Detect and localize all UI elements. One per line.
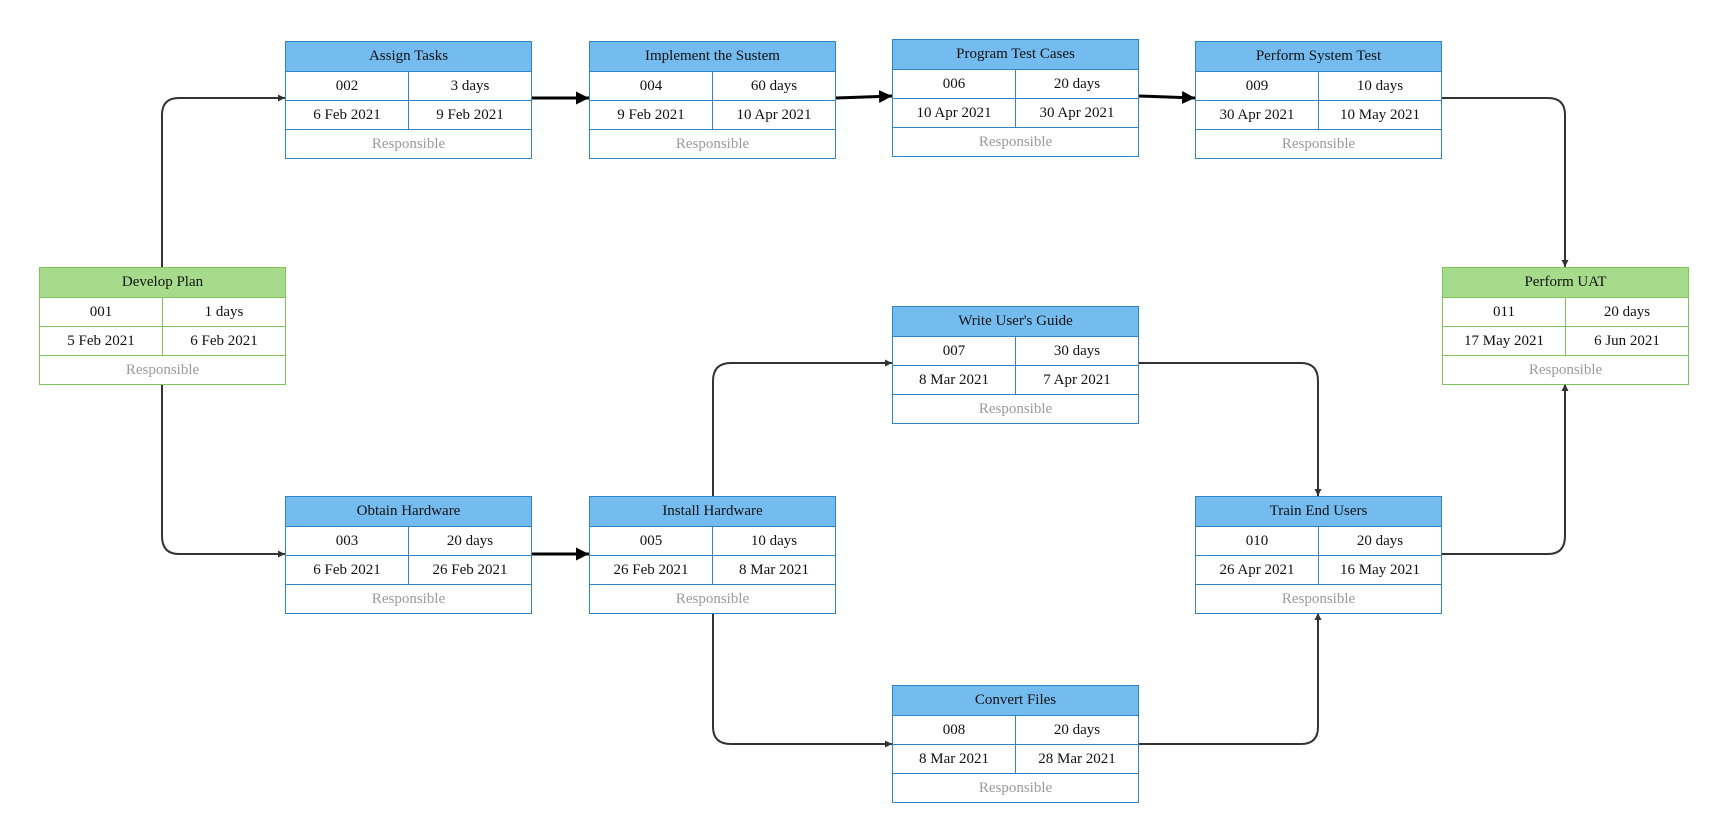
- task-end-date: 7 Apr 2021: [1015, 366, 1138, 394]
- task-id: 002: [335, 78, 359, 94]
- task-responsible: Responsible: [1281, 136, 1356, 152]
- task-node-convert-files[interactable]: Convert Files 008 20 days 8 Mar 2021 28 …: [892, 685, 1139, 803]
- task-duration: 20 days: [1015, 716, 1138, 744]
- task-start-date: 26 Feb 2021: [613, 562, 689, 578]
- task-responsible: Responsible: [1528, 362, 1603, 378]
- task-name: Perform System Test: [1196, 42, 1441, 72]
- task-start-date: 10 Apr 2021: [916, 105, 992, 121]
- task-duration: 1 days: [162, 298, 285, 326]
- task-responsible: Responsible: [978, 401, 1053, 417]
- task-name: Implement the Sustem: [590, 42, 835, 72]
- task-start-date: 17 May 2021: [1464, 333, 1544, 349]
- dependency-arrow-develop-plan-to-assign-tasks: [161, 94, 285, 267]
- task-start-date: 8 Mar 2021: [919, 751, 989, 767]
- task-id: 001: [89, 304, 113, 320]
- task-name: Perform UAT: [1443, 268, 1688, 298]
- task-id: 009: [1245, 78, 1269, 94]
- task-duration: 10 days: [1318, 72, 1441, 100]
- task-end-date: 6 Jun 2021: [1565, 327, 1688, 355]
- task-name: Develop Plan: [40, 268, 285, 298]
- dependency-arrow-install-hardware-to-convert-files: [712, 613, 892, 748]
- task-name: Obtain Hardware: [286, 497, 531, 527]
- task-node-train-end-users[interactable]: Train End Users 010 20 days 26 Apr 2021 …: [1195, 496, 1442, 614]
- task-node-write-users-guide[interactable]: Write User's Guide 007 30 days 8 Mar 202…: [892, 306, 1139, 424]
- task-node-perform-system-test[interactable]: Perform System Test 009 10 days 30 Apr 2…: [1195, 41, 1442, 159]
- task-id: 006: [942, 76, 966, 92]
- dependency-arrow-install-hardware-to-write-users-guide: [712, 359, 892, 496]
- task-responsible: Responsible: [371, 591, 446, 607]
- task-duration: 20 days: [1565, 298, 1688, 326]
- task-name: Assign Tasks: [286, 42, 531, 72]
- task-responsible: Responsible: [978, 134, 1053, 150]
- task-responsible: Responsible: [675, 136, 750, 152]
- task-end-date: 9 Feb 2021: [408, 101, 531, 129]
- task-node-install-hardware[interactable]: Install Hardware 005 10 days 26 Feb 2021…: [589, 496, 836, 614]
- dependency-arrow-program-test-cases-to-perform-system-test: [1138, 91, 1196, 105]
- task-node-obtain-hardware[interactable]: Obtain Hardware 003 20 days 6 Feb 2021 2…: [285, 496, 532, 614]
- task-end-date: 6 Feb 2021: [162, 327, 285, 355]
- task-id: 011: [1493, 304, 1515, 320]
- task-responsible: Responsible: [371, 136, 446, 152]
- task-start-date: 8 Mar 2021: [919, 372, 989, 388]
- task-id: 008: [942, 722, 966, 738]
- task-start-date: 26 Apr 2021: [1219, 562, 1295, 578]
- dependency-arrow-perform-system-test-to-perform-uat: [1442, 97, 1569, 267]
- task-start-date: 6 Feb 2021: [313, 562, 381, 578]
- task-responsible: Responsible: [978, 780, 1053, 796]
- task-responsible: Responsible: [125, 362, 200, 378]
- task-end-date: 28 Mar 2021: [1015, 745, 1138, 773]
- task-end-date: 8 Mar 2021: [712, 556, 835, 584]
- task-duration: 60 days: [712, 72, 835, 100]
- task-name: Install Hardware: [590, 497, 835, 527]
- task-duration: 10 days: [712, 527, 835, 555]
- dependency-arrow-write-users-guide-to-train-end-users: [1139, 362, 1322, 496]
- task-name: Program Test Cases: [893, 40, 1138, 70]
- task-responsible: Responsible: [1281, 591, 1356, 607]
- dependency-arrow-convert-files-to-train-end-users: [1139, 613, 1322, 745]
- task-end-date: 10 May 2021: [1318, 101, 1441, 129]
- task-id: 007: [942, 343, 966, 359]
- task-node-develop-plan[interactable]: Develop Plan 001 1 days 5 Feb 2021 6 Feb…: [39, 267, 286, 385]
- task-id: 004: [639, 78, 663, 94]
- task-node-program-test-cases[interactable]: Program Test Cases 006 20 days 10 Apr 20…: [892, 39, 1139, 157]
- task-start-date: 6 Feb 2021: [313, 107, 381, 123]
- task-responsible: Responsible: [675, 591, 750, 607]
- task-id: 003: [335, 533, 359, 549]
- task-end-date: 26 Feb 2021: [408, 556, 531, 584]
- task-id: 005: [639, 533, 663, 549]
- task-duration: 30 days: [1015, 337, 1138, 365]
- task-duration: 20 days: [408, 527, 531, 555]
- task-node-perform-uat[interactable]: Perform UAT 011 20 days 17 May 2021 6 Ju…: [1442, 267, 1689, 385]
- task-name: Write User's Guide: [893, 307, 1138, 337]
- task-duration: 3 days: [408, 72, 531, 100]
- task-id: 010: [1245, 533, 1269, 549]
- task-duration: 20 days: [1015, 70, 1138, 98]
- task-end-date: 16 May 2021: [1318, 556, 1441, 584]
- task-start-date: 9 Feb 2021: [617, 107, 685, 123]
- task-duration: 20 days: [1318, 527, 1441, 555]
- task-node-assign-tasks[interactable]: Assign Tasks 002 3 days 6 Feb 2021 9 Feb…: [285, 41, 532, 159]
- task-end-date: 10 Apr 2021: [712, 101, 835, 129]
- task-name: Train End Users: [1196, 497, 1441, 527]
- task-start-date: 5 Feb 2021: [67, 333, 135, 349]
- dependency-arrow-develop-plan-to-obtain-hardware: [161, 384, 285, 558]
- dependency-arrow-train-end-users-to-perform-uat: [1442, 384, 1569, 555]
- task-name: Convert Files: [893, 686, 1138, 716]
- dependency-arrow-implement-system-to-program-test-cases: [835, 89, 893, 103]
- task-node-implement-system[interactable]: Implement the Sustem 004 60 days 9 Feb 2…: [589, 41, 836, 159]
- task-start-date: 30 Apr 2021: [1219, 107, 1295, 123]
- task-end-date: 30 Apr 2021: [1015, 99, 1138, 127]
